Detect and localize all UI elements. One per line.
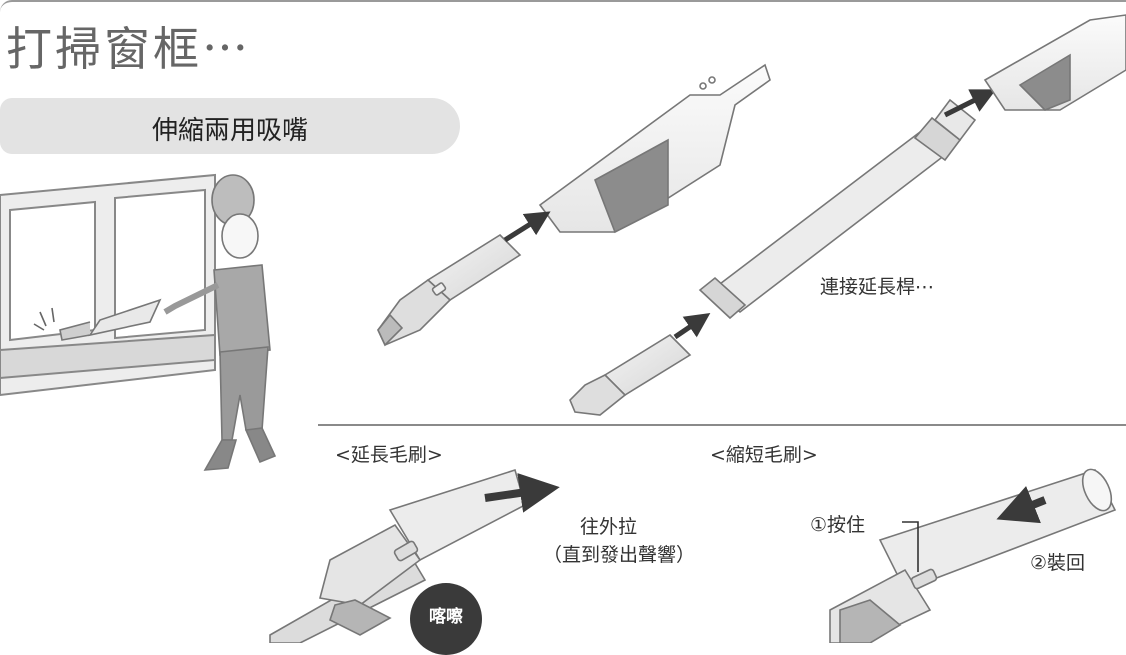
caption-until-click: （直到發出聲響） <box>543 544 696 566</box>
section-label-badge: 伸縮兩用吸嘴 <box>0 98 460 154</box>
section-label: 伸縮兩用吸嘴 <box>151 116 308 146</box>
caption-push-back: ②裝回 <box>1030 552 1086 574</box>
extension-nozzle-2 <box>569 333 692 416</box>
pull-out-arrow <box>484 473 560 513</box>
click-sound-label: 喀嚓 <box>429 607 463 627</box>
top-border <box>0 0 1126 12</box>
handheld-vacuum-body <box>538 63 771 234</box>
press-hold-leader <box>902 521 919 572</box>
caption-retract-brush: <縮短毛刷> <box>710 444 818 466</box>
woman-cleaning-illustration <box>33 174 277 471</box>
caption-extend-brush: <延長毛刷> <box>335 444 443 466</box>
attach-arrow-1 <box>503 211 551 243</box>
extension-rod <box>698 98 977 320</box>
handheld-vacuum-body-2 <box>983 14 1126 111</box>
brush-retract-illustration <box>829 468 1117 643</box>
caption-press-hold: ①按住 <box>810 514 866 536</box>
extension-nozzle-1 <box>377 233 522 347</box>
page-title: 打掃窗框⋯ <box>6 22 251 76</box>
section-divider <box>318 424 1126 426</box>
caption-connect-rod: 連接延長桿⋯ <box>820 276 935 298</box>
brush-extend-illustration <box>269 468 526 643</box>
attach-arrow-3 <box>673 312 711 340</box>
click-sound-badge: 喀嚓 <box>410 583 482 655</box>
attach-arrow-2 <box>943 89 997 118</box>
window-frame-illustration <box>0 173 216 397</box>
caption-pull-out: 往外拉 <box>580 516 638 538</box>
push-back-arrow <box>996 486 1047 524</box>
